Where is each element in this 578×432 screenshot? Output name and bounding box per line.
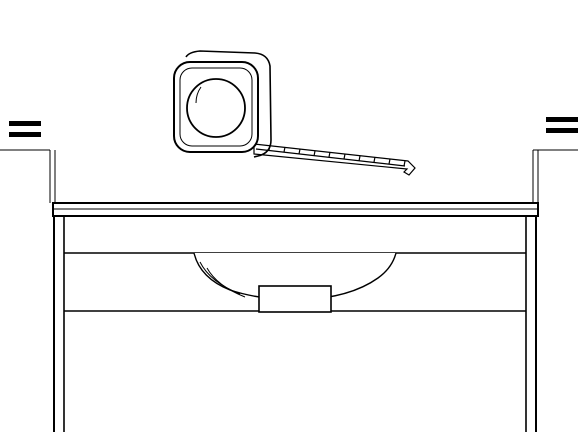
left-equals-marker-icon	[9, 121, 41, 137]
sink-bowl-icon	[193, 252, 397, 313]
right-equals-marker-icon	[546, 117, 578, 133]
tape-blade	[253, 143, 416, 176]
sink-drain-block	[258, 285, 332, 313]
right-wall-reference-line	[532, 149, 578, 203]
left-wall-reference-line	[0, 149, 56, 203]
cabinet-icon	[53, 216, 537, 432]
tape-housing-face	[173, 61, 259, 153]
countertop	[52, 202, 539, 217]
tape-dial	[186, 78, 246, 138]
tape-measure-icon	[173, 50, 416, 176]
tape-housing-shadow	[185, 50, 272, 158]
